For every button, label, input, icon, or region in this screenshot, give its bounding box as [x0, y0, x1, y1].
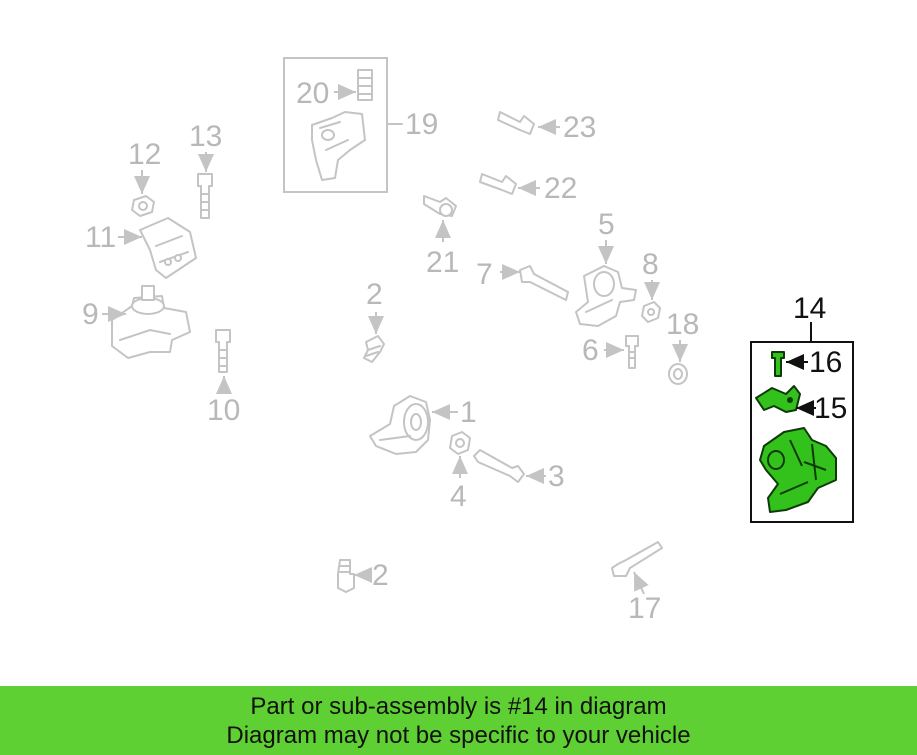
callout-7: 7: [476, 258, 493, 291]
callout-2-lower: 2: [372, 559, 389, 592]
part-13-bolt[interactable]: [197, 152, 214, 219]
part-14-mount-green: [759, 427, 837, 513]
callout-16: 16: [809, 346, 842, 379]
callout-4: 4: [450, 480, 467, 513]
callout-8: 8: [642, 248, 659, 281]
part-17-bolt[interactable]: [611, 541, 663, 595]
part-16-bolt-green: [771, 351, 785, 377]
callout-6: 6: [582, 334, 599, 367]
part-23-bolt[interactable]: [497, 111, 560, 135]
callout-5: 5: [598, 208, 615, 241]
callout-13: 13: [189, 120, 222, 153]
banner-line-1: Part or sub-assembly is #14 in diagram: [250, 693, 667, 720]
part-3-bolt[interactable]: [473, 449, 546, 484]
callout-17: 17: [628, 592, 661, 625]
part-5-mount[interactable]: [575, 240, 637, 327]
callout-22: 22: [544, 172, 577, 205]
callout-12: 12: [128, 138, 161, 171]
callout-9: 9: [82, 298, 99, 331]
part-9-mount[interactable]: [102, 285, 191, 359]
callout-2-upper: 2: [366, 278, 383, 311]
part-18-washer[interactable]: [668, 340, 688, 385]
part-15-bracket-green: [755, 385, 801, 413]
callout-1: 1: [460, 396, 477, 429]
part-1-mount[interactable]: [369, 395, 458, 455]
banner-line-2: Diagram may not be specific to your vehi…: [226, 722, 691, 749]
callout-18: 18: [666, 308, 699, 341]
part-2-bolt-upper[interactable]: [363, 312, 385, 363]
callout-23: 23: [563, 111, 596, 144]
callout-3: 3: [548, 460, 565, 493]
callout-20: 20: [296, 77, 329, 110]
part-19-bracket-group[interactable]: [283, 57, 403, 193]
callout-21: 21: [426, 246, 459, 279]
callout-19: 19: [405, 108, 438, 141]
part-22-bolt[interactable]: [479, 173, 540, 196]
part-2-bolt-lower[interactable]: [337, 559, 372, 593]
parts-diagram: 20 19 23 22 21 13 12 11: [82, 57, 854, 625]
part-4-nut[interactable]: [449, 431, 471, 478]
part-10-bolt[interactable]: [215, 329, 232, 394]
part-12-nut[interactable]: [131, 170, 155, 217]
part-21-bolt[interactable]: [423, 195, 457, 242]
info-banner: Part or sub-assembly is #14 in diagram D…: [0, 686, 917, 755]
callout-10: 10: [207, 394, 240, 427]
assembly-14-highlight[interactable]: [750, 322, 854, 523]
callout-11: 11: [85, 221, 116, 254]
part-11-bracket[interactable]: [118, 217, 197, 279]
part-7-bolt[interactable]: [500, 264, 569, 301]
callout-14: 14: [793, 292, 826, 325]
callout-15: 15: [814, 392, 847, 425]
part-6-bolt[interactable]: [604, 335, 639, 369]
part-8-nut[interactable]: [641, 280, 661, 323]
